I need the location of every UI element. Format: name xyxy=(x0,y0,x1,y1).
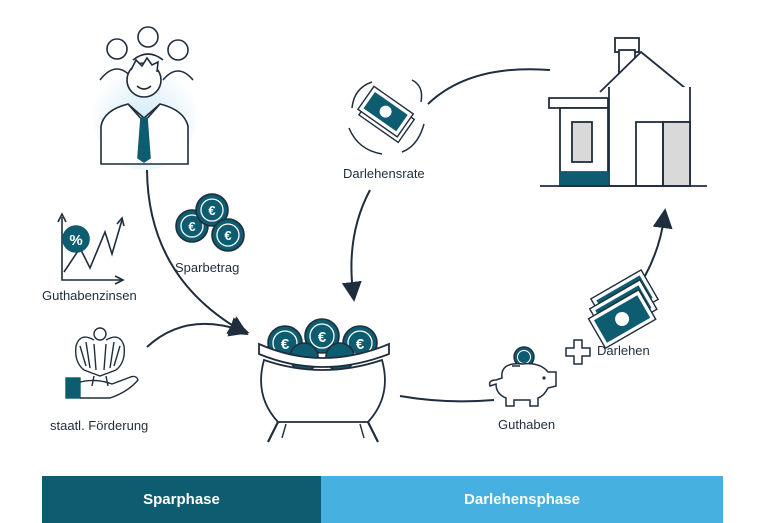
plus-icon xyxy=(565,339,591,365)
people-group-icon xyxy=(93,26,197,170)
house-icon xyxy=(540,37,707,187)
label-guthabenzinsen: Guthabenzinsen xyxy=(42,288,137,303)
arrow-savings-to-pot xyxy=(146,169,249,336)
loan-rate-banknotes-icon xyxy=(348,79,425,155)
savings-pot-icon xyxy=(258,318,390,443)
sparphase-bar: Sparphase xyxy=(42,476,321,523)
label-darlehen: Darlehen xyxy=(597,343,650,358)
percent-glyph: % xyxy=(69,232,82,249)
euro-glyph: € xyxy=(188,219,195,234)
line-house-to-rate xyxy=(427,68,551,105)
euro-glyph: € xyxy=(224,228,231,243)
euro-glyph: € xyxy=(318,329,327,346)
interest-chart-icon xyxy=(57,212,125,285)
flow-arrows xyxy=(146,68,673,403)
arrow-loan-to-house xyxy=(644,208,673,277)
loan-banknotes-icon xyxy=(587,268,660,350)
euro-glyph: € xyxy=(281,336,290,353)
arrow-rate-to-pot xyxy=(341,189,371,302)
euro-glyph: € xyxy=(356,336,365,353)
federal-eagle-hand-icon xyxy=(65,327,139,399)
sparphase-label: Sparphase xyxy=(143,491,220,508)
label-darlehensrate: Darlehensrate xyxy=(343,166,425,181)
label-staatliche-foerderung: staatl. Förderung xyxy=(50,418,149,433)
darlehensphase-label: Darlehensphase xyxy=(464,491,580,508)
euro-glyph: € xyxy=(208,203,215,218)
darlehensphase-bar: Darlehensphase xyxy=(321,476,723,523)
coin-stack-icon xyxy=(175,193,245,252)
line-pot-to-savings xyxy=(399,395,495,403)
label-sparbetrag: Sparbetrag xyxy=(175,260,240,275)
label-guthaben: Guthaben xyxy=(498,417,556,432)
piggy-bank-icon xyxy=(488,346,557,407)
arrow-subsidy-to-pot xyxy=(146,317,250,348)
